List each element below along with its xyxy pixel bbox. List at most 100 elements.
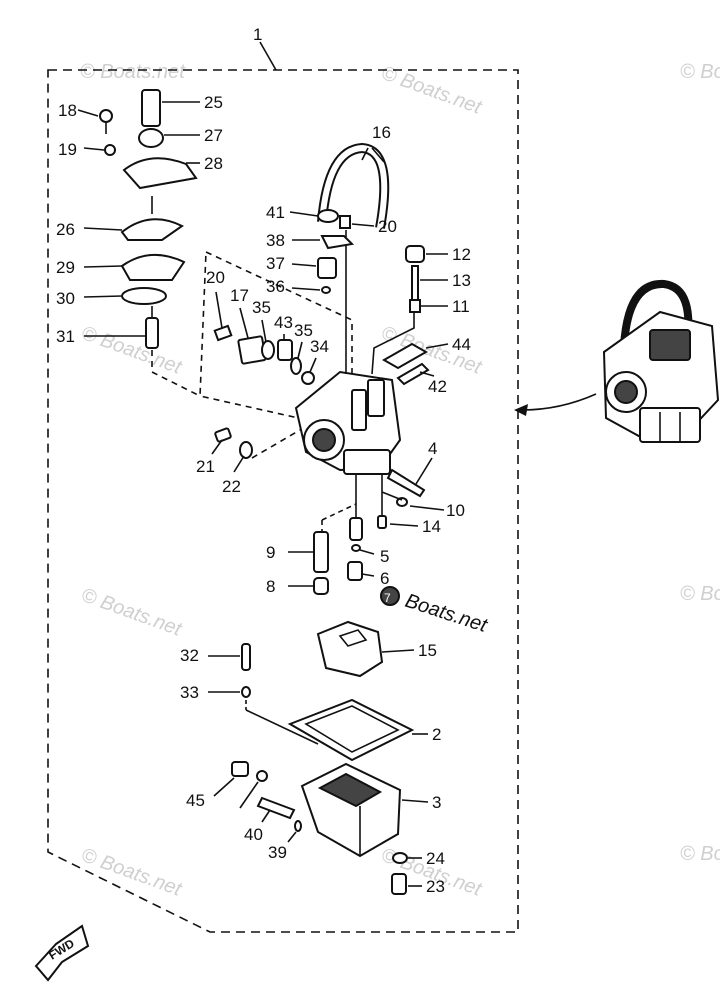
- cover-group: [99, 89, 201, 397]
- part-41-cap: [317, 209, 339, 223]
- part-22-spring: [239, 441, 253, 459]
- pilot-group: [213, 324, 315, 385]
- callout-35: 35: [252, 298, 271, 317]
- callout-28: 28: [204, 154, 223, 173]
- callout-5: 5: [380, 547, 389, 566]
- callout-3: 3: [432, 793, 441, 812]
- part-34-washer: [301, 371, 315, 385]
- part-29-gasket: [120, 253, 186, 281]
- part-28-cover: [122, 157, 198, 190]
- part-23-screw: [391, 873, 407, 895]
- callout-39: 39: [268, 843, 287, 862]
- callout-40: 40: [244, 825, 263, 844]
- part-35-oring: [290, 357, 302, 375]
- callout-27: 27: [204, 126, 223, 145]
- part-40-screw: [256, 796, 296, 820]
- part-20-screw: [339, 215, 351, 229]
- callout-38: 38: [266, 231, 285, 250]
- callout-10: 10: [446, 501, 465, 520]
- callout-30: 30: [56, 289, 75, 308]
- part-36-clip: [321, 286, 331, 294]
- callout-17: 17: [230, 286, 249, 305]
- callout-19: 19: [58, 140, 77, 159]
- jet-group: [313, 503, 400, 606]
- part-45-screw: [231, 761, 249, 777]
- callout-36: 36: [266, 277, 285, 296]
- watermark: © Boats.net: [680, 61, 720, 83]
- part-33-ring: [241, 686, 251, 698]
- brand-watermark: Boats.net: [402, 590, 491, 637]
- callout-42: 42: [428, 377, 447, 396]
- callout-12: 12: [452, 245, 471, 264]
- callout-22: 22: [222, 477, 241, 496]
- fwd-arrow: FWD: [34, 924, 90, 982]
- part-42-pin: [396, 362, 430, 386]
- callout-33: 33: [180, 683, 199, 702]
- assembly-boundary: [47, 69, 519, 933]
- callout-32: 32: [180, 646, 199, 665]
- callout-45: 45: [186, 791, 205, 810]
- part-10-clip: [396, 497, 408, 507]
- watermark: © Boats.net: [78, 844, 185, 901]
- callout-21: 21: [196, 457, 215, 476]
- watermark: © Boats.net: [680, 843, 720, 865]
- callout-1: 1: [253, 25, 262, 44]
- callout-16: 16: [372, 123, 391, 142]
- callout-4: 4: [428, 439, 437, 458]
- leader-line: [259, 41, 277, 71]
- callout-35: 35: [294, 321, 313, 340]
- callout-7: 7: [384, 591, 391, 605]
- callout-37: 37: [266, 254, 285, 273]
- part-30-diaphragm: [121, 287, 167, 305]
- part-46-washer: [256, 770, 268, 782]
- callout-34: 34: [310, 337, 329, 356]
- carburetor-body: [294, 230, 402, 528]
- part-21-screw: [214, 427, 232, 443]
- callout-13: 13: [452, 271, 471, 290]
- callout-14: 14: [422, 517, 441, 536]
- part-5-jet: [351, 544, 361, 552]
- part-9-tube: [313, 531, 329, 573]
- callout-44: 44: [452, 335, 471, 354]
- subgroup-bracket: [199, 250, 353, 431]
- right-parts: [371, 245, 430, 386]
- part-27-nut: [138, 128, 164, 148]
- part-3-float-bowl: [300, 762, 402, 858]
- watermark: © Boats.net: [680, 583, 720, 605]
- part-26-plate: [120, 218, 184, 241]
- watermark: © Boats.net: [78, 584, 185, 641]
- part-18-screw: [99, 109, 113, 123]
- part-main-jet-holder: [349, 517, 363, 541]
- callout-41: 41: [266, 203, 285, 222]
- part-4-lever: [386, 468, 426, 498]
- part-14-pin: [377, 515, 387, 529]
- part-13-needle: [411, 265, 419, 301]
- callout-15: 15: [418, 641, 437, 660]
- part-31-needle: [145, 317, 159, 349]
- callout-2: 2: [432, 725, 441, 744]
- part-25-cap: [141, 89, 161, 127]
- watermark: © Boats.net: [78, 322, 185, 379]
- assembled-carburetor-illustration: [602, 279, 720, 443]
- top-center-parts: [317, 209, 355, 294]
- part-24-washer: [392, 852, 408, 864]
- callout-43: 43: [274, 313, 293, 332]
- callout-9: 9: [266, 543, 275, 562]
- part-38-bracket: [320, 235, 355, 250]
- callout-31: 31: [56, 327, 75, 346]
- callout-23: 23: [426, 877, 445, 896]
- part-44-strip: [381, 342, 429, 370]
- callout-24: 24: [426, 849, 445, 868]
- arrow-head: [514, 404, 528, 416]
- part-32-pin: [241, 643, 251, 671]
- watermark: © Boats.net: [80, 61, 186, 83]
- part-12-cap: [405, 245, 425, 263]
- callout-8: 8: [266, 577, 275, 596]
- part-8-jet: [313, 577, 329, 595]
- part-43-spring: [277, 339, 293, 361]
- part-35-oring: [261, 340, 275, 360]
- part-19-washer: [104, 144, 116, 156]
- callout-18: 18: [58, 101, 77, 120]
- callout-25: 25: [204, 93, 223, 112]
